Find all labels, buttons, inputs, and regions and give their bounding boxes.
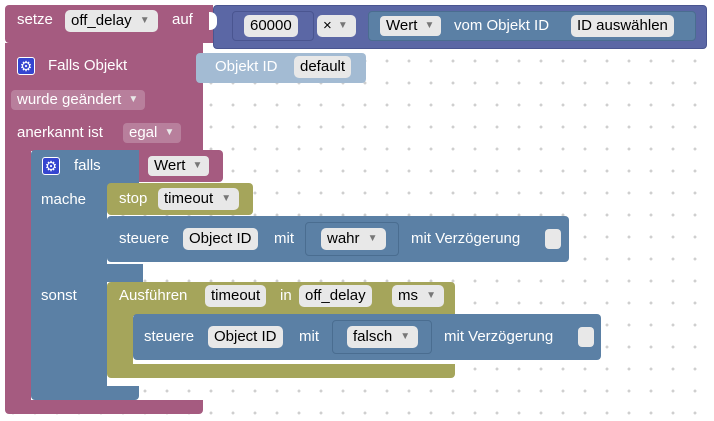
timeout-block-left <box>107 314 133 366</box>
true-value: wahr <box>327 230 360 247</box>
if-else-block-bottom <box>31 386 139 400</box>
unit-dropdown[interactable]: ms ▼ <box>392 285 444 307</box>
trigger-block[interactable] <box>5 43 203 151</box>
stop-timeout-name: timeout <box>164 190 214 207</box>
control-object-id[interactable]: Object ID <box>183 228 258 250</box>
if-label: falls <box>74 157 101 174</box>
control-object-id[interactable]: Object ID <box>208 326 283 348</box>
gear-icon[interactable]: ⚙ <box>17 57 35 75</box>
ack-label: anerkannt ist <box>17 124 103 141</box>
with-label: mit <box>299 328 319 345</box>
operator-dropdown[interactable]: × ▼ <box>317 15 356 37</box>
do-label: mache <box>41 191 87 208</box>
if-else-block-body <box>31 192 107 396</box>
variable-name: off_delay <box>71 12 132 29</box>
chevron-down-icon: ▼ <box>367 233 378 244</box>
control-label: steuere <box>119 230 170 247</box>
trigger-block-bottom <box>5 400 203 414</box>
stop-label: stop <box>119 190 148 207</box>
timeout-name-field[interactable]: timeout <box>205 285 267 307</box>
delay-variable-field[interactable]: off_delay <box>299 285 372 307</box>
property-name: Wert <box>386 17 418 34</box>
trigger-value-name: Wert <box>154 157 186 174</box>
operator-symbol: × <box>323 17 332 34</box>
ack-dropdown[interactable]: egal ▼ <box>123 123 182 143</box>
false-value: falsch <box>353 328 393 345</box>
false-value-dropdown[interactable]: falsch ▼ <box>347 326 419 348</box>
in-label: in <box>280 287 292 304</box>
chevron-down-icon: ▼ <box>128 94 139 105</box>
condition-value: wurde geändert <box>17 91 122 108</box>
control-label: steuere <box>144 328 195 345</box>
set-keyword: setze <box>17 11 53 28</box>
ack-value: egal <box>129 124 158 141</box>
if-else-mid-bar <box>31 264 143 282</box>
trigger-block-left <box>5 150 31 402</box>
timeout-label: Ausführen <box>119 287 188 304</box>
chevron-down-icon: ▼ <box>221 193 232 204</box>
timeout-block-bottom <box>107 364 455 378</box>
chevron-down-icon: ▼ <box>426 290 436 301</box>
else-label: sonst <box>41 287 77 304</box>
value-slot <box>332 320 432 354</box>
delay-label: mit Verzögerung <box>411 230 521 247</box>
chevron-down-icon: ▼ <box>400 331 411 342</box>
condition-dropdown[interactable]: wurde geändert ▼ <box>11 90 146 110</box>
object-value-label: vom Objekt ID <box>454 17 550 34</box>
unit-value: ms <box>398 287 418 304</box>
variable-dropdown[interactable]: off_delay ▼ <box>65 10 158 32</box>
input-notch <box>209 12 217 30</box>
true-value-dropdown[interactable]: wahr ▼ <box>321 228 386 250</box>
with-label: mit <box>274 230 294 247</box>
gear-icon[interactable]: ⚙ <box>42 157 60 175</box>
object-id-default-field[interactable]: default <box>294 56 352 78</box>
chevron-down-icon: ▼ <box>139 15 150 26</box>
chevron-down-icon: ▼ <box>164 127 175 138</box>
stop-timeout-dropdown[interactable]: timeout ▼ <box>158 188 240 210</box>
chevron-down-icon: ▼ <box>337 20 348 31</box>
trigger-title: Falls Objekt <box>48 57 128 74</box>
object-id-label: Objekt ID <box>215 58 278 75</box>
delay-checkbox[interactable] <box>578 327 594 347</box>
delay-checkbox[interactable] <box>545 229 561 249</box>
number-input[interactable]: 60000 <box>244 15 298 37</box>
trigger-value-dropdown[interactable]: Wert ▼ <box>148 156 210 176</box>
chevron-down-icon: ▼ <box>424 20 435 31</box>
set-connector: auf <box>172 11 193 28</box>
value-slot <box>305 222 399 256</box>
property-dropdown[interactable]: Wert ▼ <box>380 16 442 36</box>
object-id-picker[interactable]: ID auswählen <box>571 15 674 37</box>
chevron-down-icon: ▼ <box>192 160 203 171</box>
delay-label: mit Verzögerung <box>444 328 554 345</box>
